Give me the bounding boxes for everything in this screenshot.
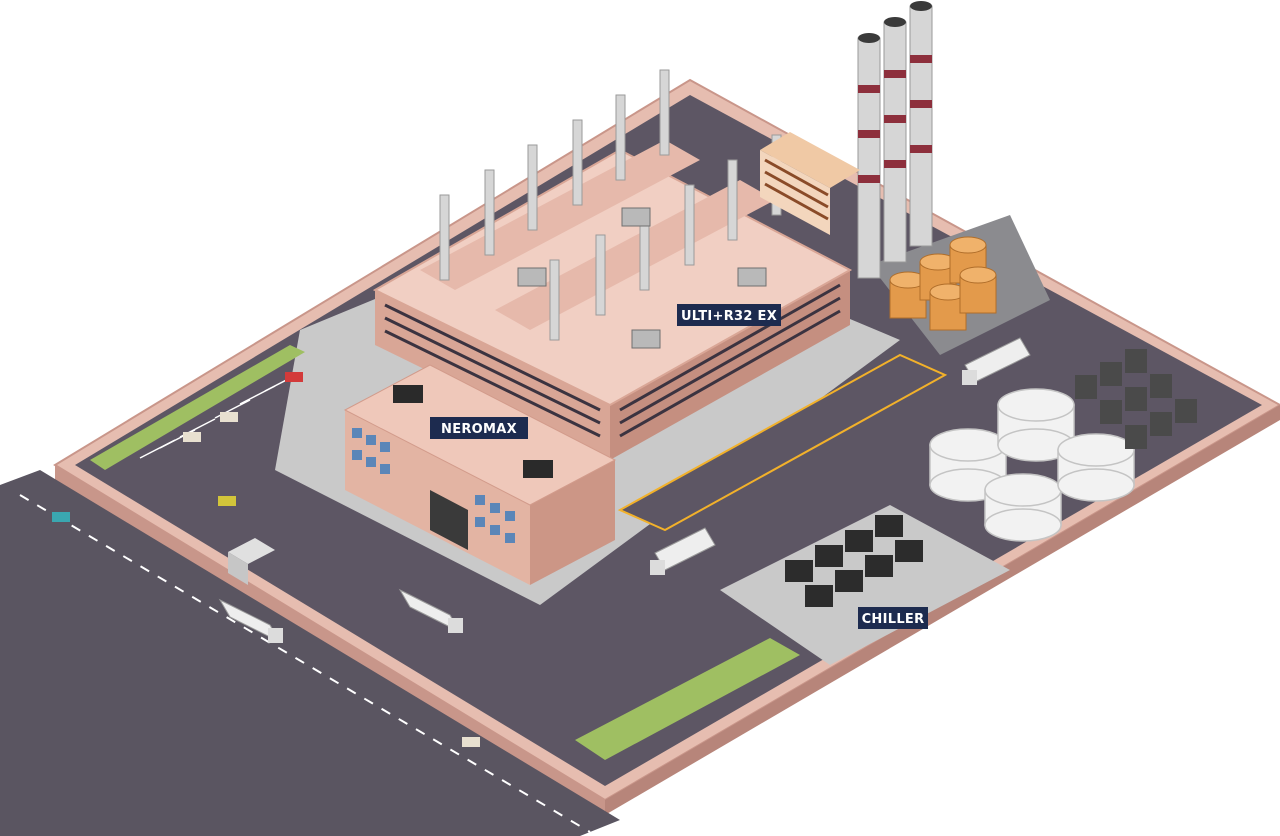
label-chiller-text: CHILLER xyxy=(862,612,925,627)
truck xyxy=(218,598,283,644)
factory-side-left xyxy=(375,290,610,460)
car xyxy=(218,496,236,506)
grass-strips xyxy=(90,345,800,760)
factory-rooftop-units xyxy=(517,207,767,349)
chimney-2 xyxy=(883,17,907,263)
chimney-1 xyxy=(857,33,881,279)
gatehouse xyxy=(228,538,275,585)
car xyxy=(52,512,70,522)
label-ulti-text: ULTI+R32 EX xyxy=(681,309,777,324)
label-chiller: CHILLER xyxy=(858,607,928,629)
truck xyxy=(398,588,463,634)
office-rooftop-units xyxy=(393,385,553,478)
chiller-units xyxy=(785,515,923,607)
office-windows xyxy=(352,428,515,543)
factory-roof-stacks xyxy=(439,69,782,341)
orange-tank xyxy=(949,236,987,284)
grass-strip-bottom xyxy=(575,638,800,760)
factory-window-bands xyxy=(384,283,841,438)
truck xyxy=(962,337,1031,385)
boundary-wall-side-right xyxy=(605,405,1280,815)
parking-garage xyxy=(760,132,860,235)
car xyxy=(220,412,238,422)
car xyxy=(285,372,303,382)
white-tank xyxy=(929,428,1007,502)
boundary-wall-side-left xyxy=(55,465,605,815)
factory-roof-ridge-2 xyxy=(495,180,775,330)
white-tanks xyxy=(929,388,1135,542)
loading-lane xyxy=(617,353,948,532)
car xyxy=(183,432,201,442)
office-entrance xyxy=(430,490,468,550)
vehicles xyxy=(52,337,1031,747)
grass-strip-left xyxy=(90,345,305,470)
main-factory xyxy=(372,69,853,460)
transformer-units xyxy=(1075,349,1197,449)
chimney-3 xyxy=(909,1,933,247)
white-tank xyxy=(984,473,1062,542)
office-side-right xyxy=(530,460,615,585)
label-ulti: ULTI+R32 EX xyxy=(677,304,781,326)
orange-tanks xyxy=(889,236,997,331)
car xyxy=(462,737,480,747)
white-tank xyxy=(1057,433,1135,502)
truck xyxy=(650,527,716,575)
label-neromax-text: NEROMAX xyxy=(441,422,517,437)
label-neromax: NEROMAX xyxy=(430,417,528,439)
orange-tank xyxy=(959,266,997,314)
white-tank xyxy=(997,388,1075,462)
chimneys xyxy=(857,1,933,279)
chiller-yard xyxy=(720,505,1010,665)
factory-side-right xyxy=(610,270,850,460)
